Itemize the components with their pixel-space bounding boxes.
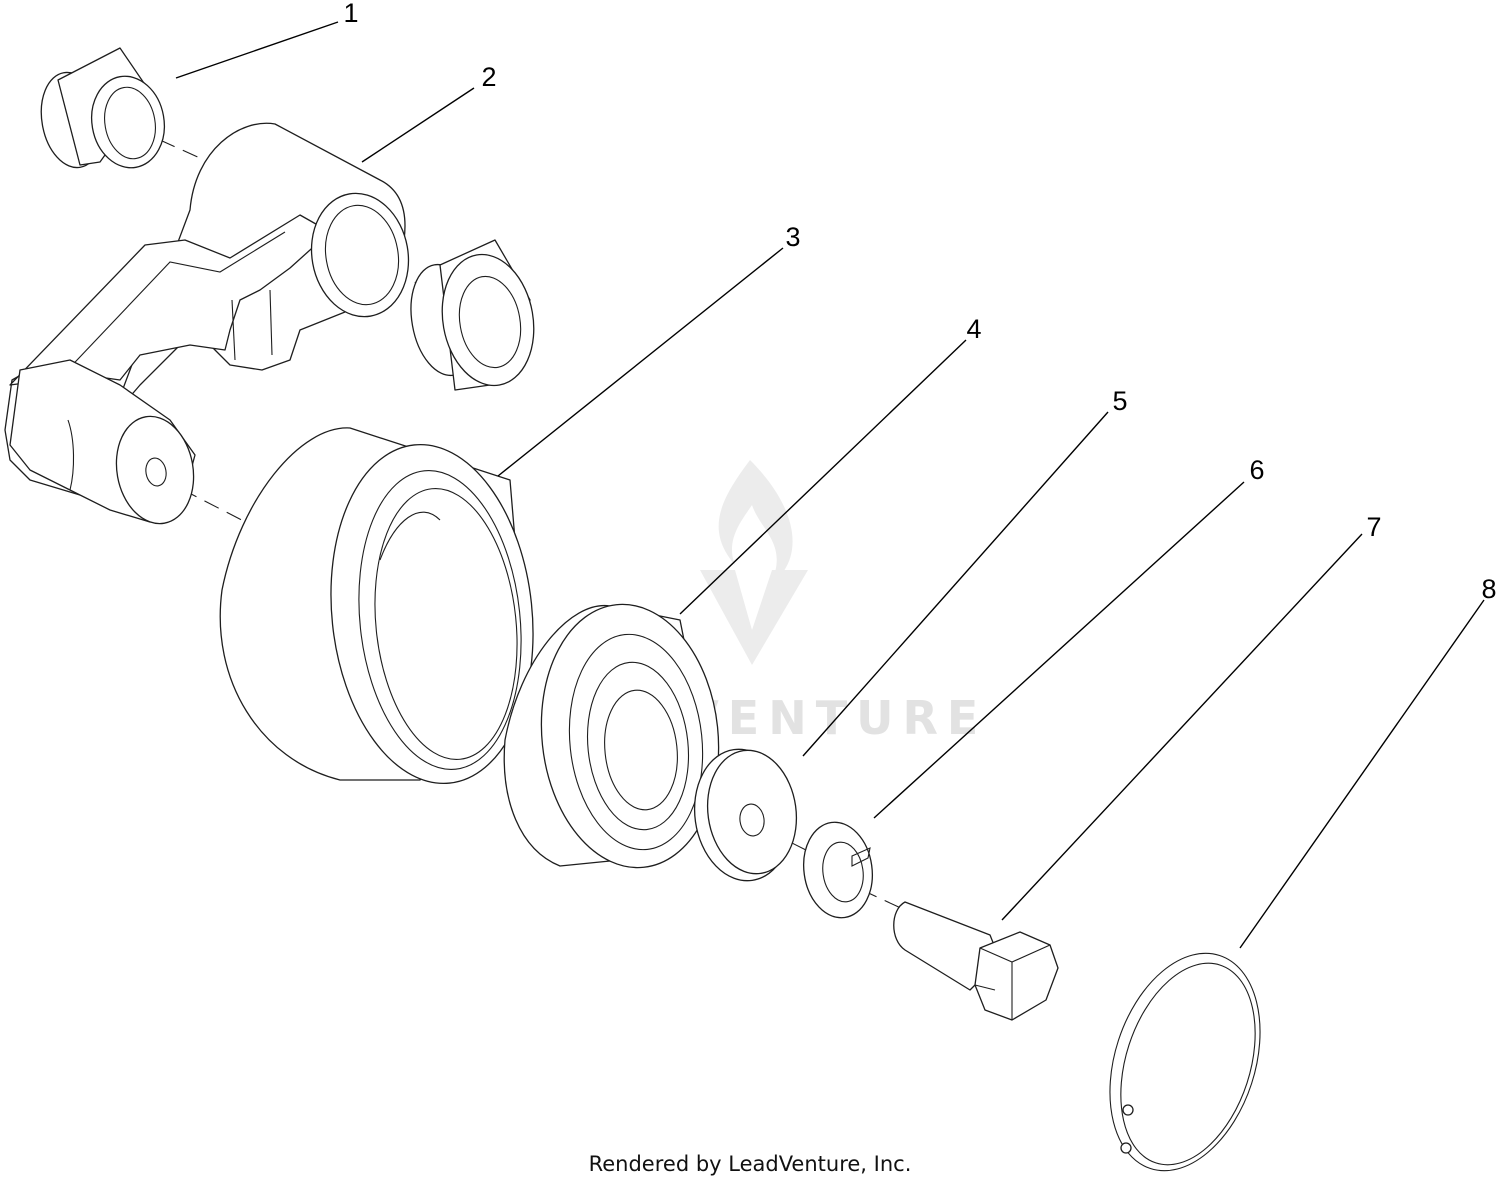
- callout-1: 1: [343, 0, 358, 28]
- leader-line-3: [497, 247, 784, 477]
- part-6-lock-washer: [803, 821, 873, 919]
- watermark-flame-logo: [718, 460, 793, 585]
- callout-leader-lines: [175, 21, 1485, 949]
- callout-6: 6: [1249, 455, 1264, 485]
- callout-2: 2: [481, 62, 496, 92]
- callout-7: 7: [1366, 512, 1381, 542]
- callout-5: 5: [1112, 386, 1127, 416]
- part-4-ball-bearing: [503, 603, 720, 869]
- leader-line-8: [1239, 599, 1485, 949]
- callout-8: 8: [1481, 574, 1496, 604]
- part-3-idler-pulley: [219, 427, 534, 785]
- part-5-flat-washer: [693, 748, 798, 882]
- leader-line-4: [679, 339, 967, 615]
- callout-3: 3: [785, 222, 800, 252]
- part-2-idler-arm: [4, 122, 410, 525]
- leader-line-6: [873, 481, 1245, 819]
- leader-line-2: [361, 87, 475, 163]
- axis-line: [159, 477, 266, 533]
- render-credit: Rendered by LeadVenture, Inc.: [588, 1152, 912, 1176]
- part-7-hex-bolt: [893, 901, 1059, 1021]
- callout-4: 4: [966, 314, 981, 344]
- leader-line-5: [802, 411, 1109, 757]
- leader-line-7: [1001, 533, 1363, 921]
- watermark-v-logo: [700, 570, 808, 665]
- callout-numbers: 1 2 3 4 5 6 7 8: [343, 0, 1496, 604]
- part-1-flanged-bushing-second: [410, 239, 535, 391]
- part-1-flanged-bushing: [40, 47, 165, 169]
- leader-line-1: [175, 21, 339, 79]
- part-8-retaining-ring: [1109, 952, 1261, 1172]
